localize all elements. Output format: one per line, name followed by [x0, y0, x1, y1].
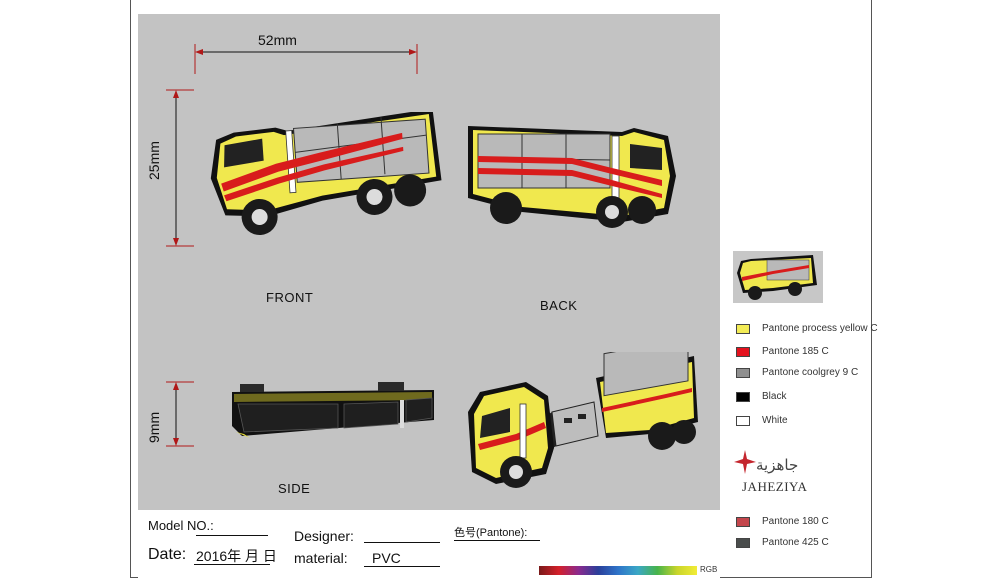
date-value: 2016年 月 日 [196, 548, 277, 564]
legend-label: Pantone 185 C [762, 346, 829, 357]
legend-label: Black [762, 391, 787, 402]
side-view-label: SIDE [278, 481, 311, 496]
back-view-truck [468, 126, 676, 228]
rgb-label: RGB [700, 565, 718, 574]
legend-swatch [736, 416, 750, 426]
height-dimension [166, 89, 194, 247]
side-view-truck [232, 382, 434, 438]
thickness-dimension [166, 381, 194, 447]
legend-label: Pantone 425 C [762, 537, 829, 548]
front-view-truck [210, 112, 442, 236]
height-dimension-label: 25mm [146, 141, 162, 180]
designer-label: Designer: [294, 528, 354, 544]
legend-swatch [736, 347, 750, 357]
legend-swatch [736, 392, 750, 402]
pantone-label: 色号(Pantone): [454, 527, 528, 539]
legend-label: Pantone coolgrey 9 C [762, 367, 859, 378]
legend-swatch [736, 368, 750, 378]
thickness-dimension-label: 9mm [146, 411, 162, 443]
designer-field [364, 542, 440, 543]
brand-latin: JAHEZIYA [742, 479, 808, 494]
model-no-label: Model NO.: [148, 518, 214, 533]
usb-open-view [468, 352, 698, 488]
legend-swatch [736, 517, 750, 527]
legend-swatch [736, 324, 750, 334]
date-field [194, 564, 270, 565]
front-view-label: FRONT [266, 290, 314, 305]
material-value: PVC [372, 550, 401, 566]
back-view-label: BACK [540, 298, 578, 313]
date-label: Date: [148, 546, 187, 563]
width-dimension-label: 52mm [258, 32, 297, 48]
width-dimension [194, 44, 418, 74]
legend-label: Pantone 180 C [762, 516, 829, 527]
jaheziya-star-logo-icon [734, 450, 756, 474]
pantone-field [454, 540, 540, 541]
legend-label: Pantone process yellow C [762, 323, 878, 334]
material-label: material: [294, 550, 348, 566]
rgb-gradient-bar [539, 566, 697, 575]
model-no-field [196, 535, 268, 536]
material-field [364, 566, 440, 567]
thumbnail-truck [737, 255, 817, 300]
legend-swatch [736, 538, 750, 548]
legend-label: White [762, 415, 788, 426]
thumbnail-preview [733, 251, 823, 303]
brand-arabic: جاهزية [756, 456, 799, 474]
